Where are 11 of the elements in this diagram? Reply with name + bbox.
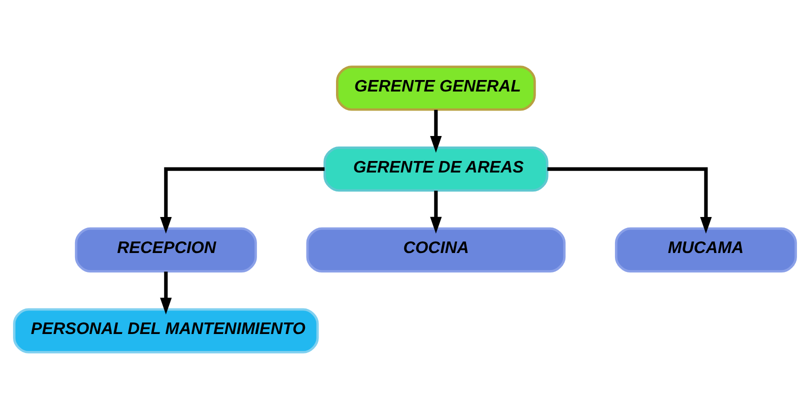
node-box: GERENTE GENERAL [336,66,536,111]
node-box: COCINA [306,227,566,273]
arrow [160,272,172,314]
arrow [160,167,324,234]
arrow [430,190,442,234]
node-box: MUCAMA [614,227,796,273]
arrow [430,110,442,153]
node-box: GERENTE DE AREAS [323,146,548,192]
node-box: PERSONAL DEL MANTENIMIENTO [12,308,318,354]
node-box: RECEPCION [74,227,256,273]
arrow [546,167,712,234]
